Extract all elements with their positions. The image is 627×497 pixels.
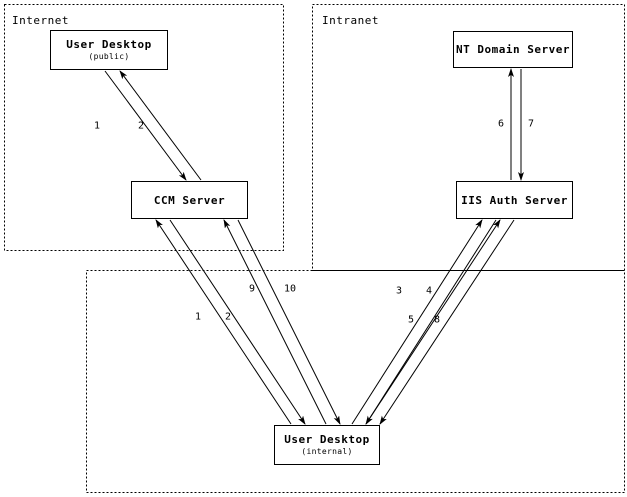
node-nt-domain-server[interactable]: NT Domain Server xyxy=(453,31,573,68)
arrow-label-edge-4: 4 xyxy=(425,285,433,297)
node-user-desktop-internal[interactable]: User Desktop(internal) xyxy=(274,425,380,465)
node-title-nt-domain-server: NT Domain Server xyxy=(456,43,570,56)
node-subtitle-user-desktop-internal: (internal) xyxy=(301,447,353,456)
arrow-edge-4 xyxy=(365,219,497,425)
arrow-label-edge-8: 8 xyxy=(433,314,441,326)
arrow-label-edge-6: 6 xyxy=(497,118,505,130)
arrow-label-edge-2-internal: 2 xyxy=(224,311,232,323)
node-subtitle-user-desktop-public: (public) xyxy=(88,52,130,61)
node-title-iis-auth-server: IIS Auth Server xyxy=(461,193,568,207)
arrow-label-edge-10: 10 xyxy=(283,283,297,295)
node-ccm-server[interactable]: CCM Server xyxy=(131,181,248,219)
connection-arrows xyxy=(104,68,524,425)
arrow-label-edge-2-public: 2 xyxy=(137,120,145,132)
arrow-edge-1-public xyxy=(104,70,187,181)
arrow-label-edge-1-public: 1 xyxy=(93,120,101,132)
arrow-label-edge-3: 3 xyxy=(395,285,403,297)
zone-label-internet: Internet xyxy=(12,14,69,27)
arrow-label-edge-1-internal: 1 xyxy=(194,311,202,323)
arrow-label-edge-9: 9 xyxy=(248,283,256,295)
arrow-edge-9 xyxy=(223,219,327,425)
arrow-edge-8 xyxy=(379,219,515,425)
zone-label-intranet: Intranet xyxy=(322,14,379,27)
node-title-ccm-server: CCM Server xyxy=(153,193,226,207)
arrow-edge-1-internal xyxy=(155,219,292,425)
zone-boundary-internal-lan xyxy=(86,270,625,493)
node-user-desktop-public[interactable]: User Desktop(public) xyxy=(50,30,168,70)
arrow-edge-10 xyxy=(237,219,341,425)
arrow-label-edge-7: 7 xyxy=(527,118,535,130)
arrow-edge-2-public xyxy=(119,70,202,181)
node-title-user-desktop-internal: User Desktop xyxy=(284,433,370,446)
zone-boundaries xyxy=(4,4,625,493)
zone-boundary-internet xyxy=(4,4,284,251)
node-title-user-desktop-public: User Desktop xyxy=(66,38,152,51)
arrow-edge-3 xyxy=(351,219,483,425)
arrow-label-edge-5: 5 xyxy=(407,314,415,326)
arrow-edge-5 xyxy=(365,219,501,425)
node-iis-auth-server[interactable]: IIS Auth Server xyxy=(456,181,573,219)
arrow-edge-2-internal xyxy=(169,219,306,425)
